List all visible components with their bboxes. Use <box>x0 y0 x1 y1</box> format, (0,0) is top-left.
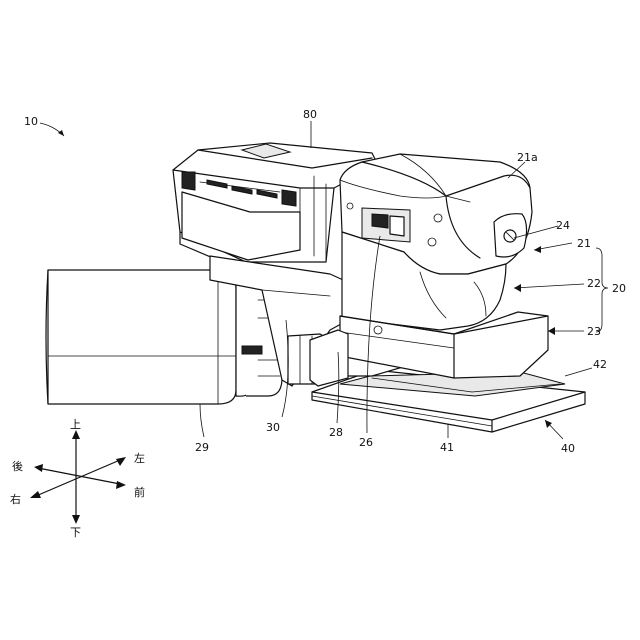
label-40: 40 <box>561 442 575 455</box>
label-24: 24 <box>556 219 570 232</box>
direction-front: 前 <box>134 485 145 499</box>
label-20: 20 <box>612 282 626 295</box>
direction-left: 左 <box>134 452 145 465</box>
direction-right: 右 <box>10 492 21 506</box>
direction-back: 後 <box>12 459 23 473</box>
direction-down: 下 <box>70 526 81 539</box>
label-42: 42 <box>593 358 607 371</box>
label-28: 28 <box>329 426 343 439</box>
label-22: 22 <box>587 277 601 290</box>
label-41: 41 <box>440 441 454 454</box>
label-23: 23 <box>587 325 601 338</box>
label-30: 30 <box>266 421 280 434</box>
direction-indicator <box>30 430 126 524</box>
direction-up: 上 <box>70 418 81 431</box>
label-10: 10 <box>24 115 38 128</box>
direction-labels: 上 下 左 右 前 後 <box>10 418 145 539</box>
dust-box <box>45 269 283 405</box>
battery-pack <box>172 142 379 273</box>
leader-lines <box>39 121 609 440</box>
reference-labels: 10 80 21a 24 21 22 20 23 42 40 41 26 28 … <box>24 108 626 455</box>
label-26: 26 <box>359 436 373 449</box>
label-29: 29 <box>195 441 209 454</box>
label-80: 80 <box>303 108 317 121</box>
main-housing <box>309 153 549 387</box>
label-21: 21 <box>577 237 591 250</box>
label-21a: 21a <box>517 151 538 164</box>
base-plate <box>311 369 586 433</box>
